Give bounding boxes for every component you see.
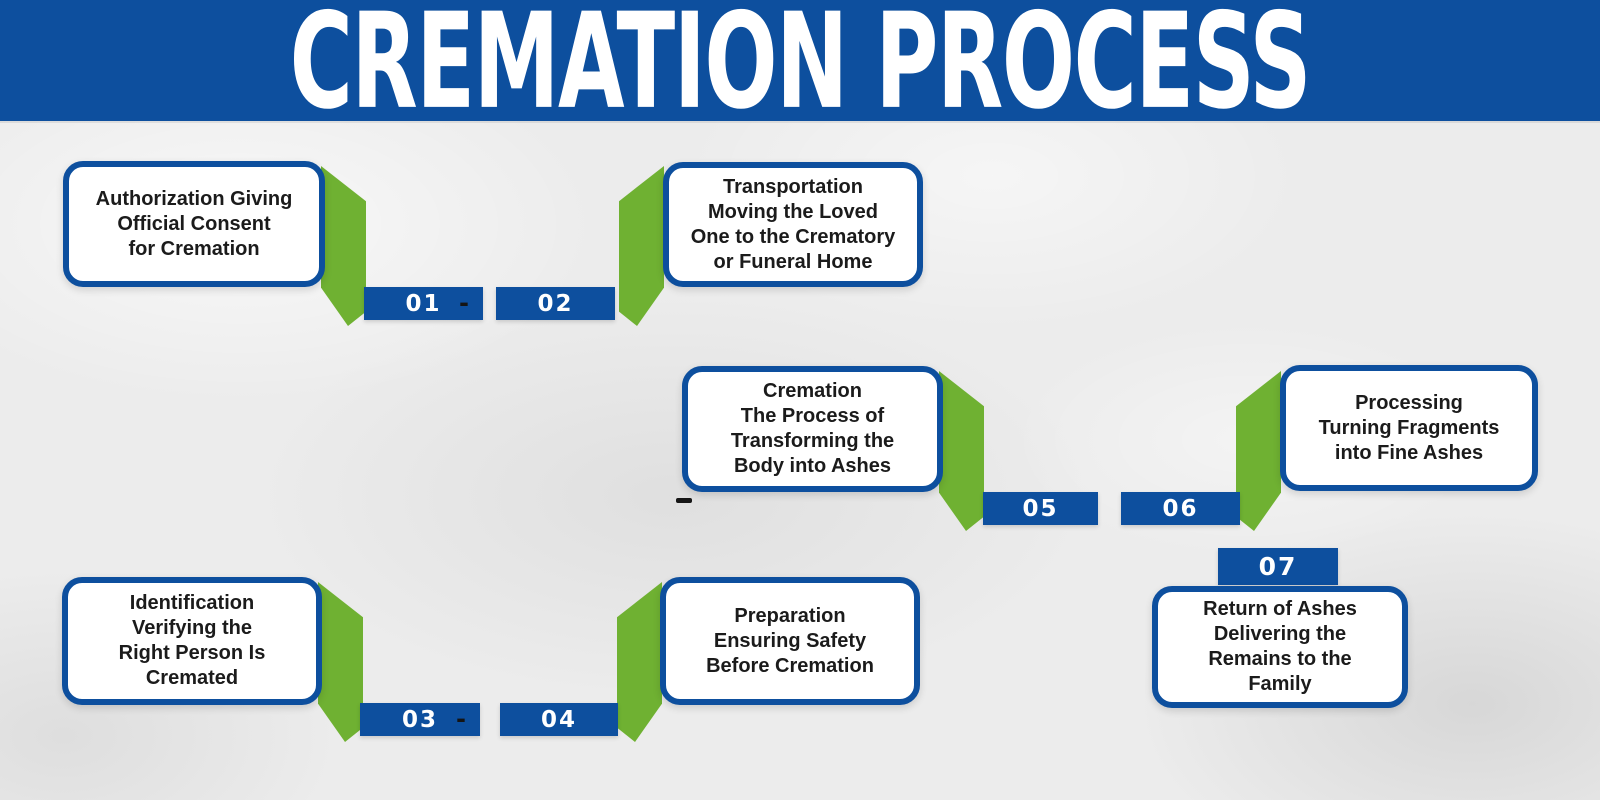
step-card-02-text: Transportation Moving the Loved One to t…: [690, 175, 896, 273]
step-number-badge-06: 06: [1121, 492, 1240, 525]
step-card-06: Processing Turning Fragments into Fine A…: [1280, 365, 1538, 491]
connector-ribbon-06: [1236, 371, 1281, 531]
step-number-01: 01: [405, 290, 442, 317]
step-number-badge-03: 03 -: [360, 703, 480, 736]
step-card-02: Transportation Moving the Loved One to t…: [663, 162, 923, 287]
step-card-05: Cremation The Process of Transforming th…: [682, 366, 943, 492]
connector-ribbon-01: [321, 166, 366, 326]
page-title: CREMATION PROCESS: [289, 0, 1312, 138]
step-number-05: 05: [1022, 495, 1059, 522]
connector-ribbon-05: [939, 371, 984, 531]
step-card-06-text: Processing Turning Fragments into Fine A…: [1318, 391, 1500, 464]
header-banner: CREMATION PROCESS: [0, 0, 1600, 127]
step-number-badge-02: 02: [496, 287, 615, 320]
step-number-badge-05: 05: [983, 492, 1098, 525]
connector-ribbon-04: [617, 582, 662, 742]
step-number-02: 02: [537, 290, 574, 317]
step-number-04: 04: [540, 706, 577, 733]
step-card-04: Preparation Ensuring Safety Before Crema…: [660, 577, 920, 705]
stray-dash-mark: [676, 498, 692, 503]
badge-dash-01: -: [459, 289, 469, 317]
step-number-07: 07: [1258, 552, 1298, 581]
step-number-badge-07: 07: [1218, 548, 1338, 585]
step-number-badge-01: 01 -: [364, 287, 483, 320]
step-card-03: Identification Verifying the Right Perso…: [62, 577, 322, 705]
step-card-01: Authorization Giving Official Consent fo…: [63, 161, 325, 287]
step-number-06: 06: [1162, 495, 1199, 522]
step-number-03: 03: [401, 706, 438, 733]
step-number-badge-04: 04: [500, 703, 618, 736]
badge-dash-03: -: [456, 705, 466, 733]
step-card-07: Return of Ashes Delivering the Remains t…: [1152, 586, 1408, 708]
step-card-03-text: Identification Verifying the Right Perso…: [118, 592, 266, 689]
step-card-01-text: Authorization Giving Official Consent fo…: [95, 187, 293, 260]
connector-ribbon-03: [318, 582, 363, 742]
connector-ribbon-02: [619, 166, 664, 326]
step-card-04-text: Preparation Ensuring Safety Before Crema…: [706, 604, 874, 677]
step-card-05-text: Cremation The Process of Transforming th…: [730, 380, 895, 477]
step-card-07-text: Return of Ashes Delivering the Remains t…: [1203, 598, 1357, 695]
